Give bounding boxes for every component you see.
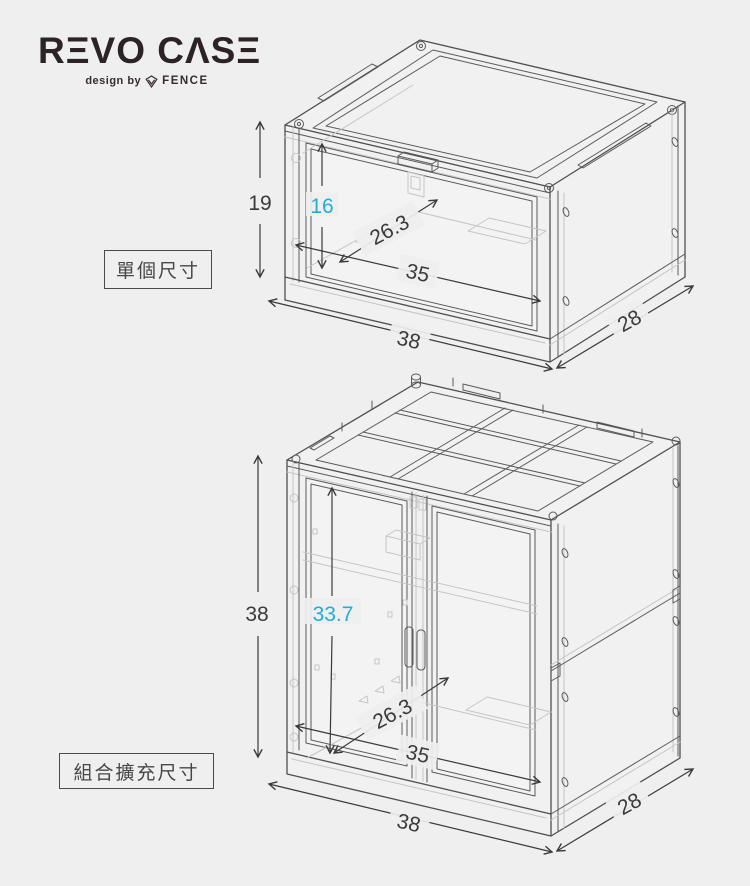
tagline-prefix: design by (85, 75, 142, 88)
brand-logo: RΞVO CΛSΞ design by FENCE (38, 30, 262, 88)
combo-dimensions: 38 33.7 26.3 35 38 (245, 454, 695, 855)
dim-single-outer-width: 38 (395, 327, 423, 355)
dim-combo-inner-height: 33.7 (313, 603, 354, 626)
dim-single-inner-height: 16 (310, 195, 333, 218)
fence-shield-icon (145, 75, 158, 88)
single-case-drawing: 19 16 26.3 35 38 (248, 39, 695, 372)
label-single-size: 單個尺寸 (104, 250, 212, 289)
label-combo-size: 組合擴充尺寸 (59, 753, 214, 789)
dim-combo-height: 38 (245, 603, 268, 626)
dim-combo-outer-width: 38 (395, 810, 423, 838)
dim-single-inner-width: 35 (404, 260, 432, 288)
tagline-brand: FENCE (162, 75, 209, 88)
dim-combo-inner-width: 35 (404, 741, 432, 769)
combo-case-drawing: 38 33.7 26.3 35 38 (245, 373, 695, 855)
dim-single-height: 19 (248, 192, 271, 215)
brand-logo-text: RΞVO CΛSΞ (38, 30, 262, 71)
brand-tagline: design by FENCE (38, 75, 256, 88)
